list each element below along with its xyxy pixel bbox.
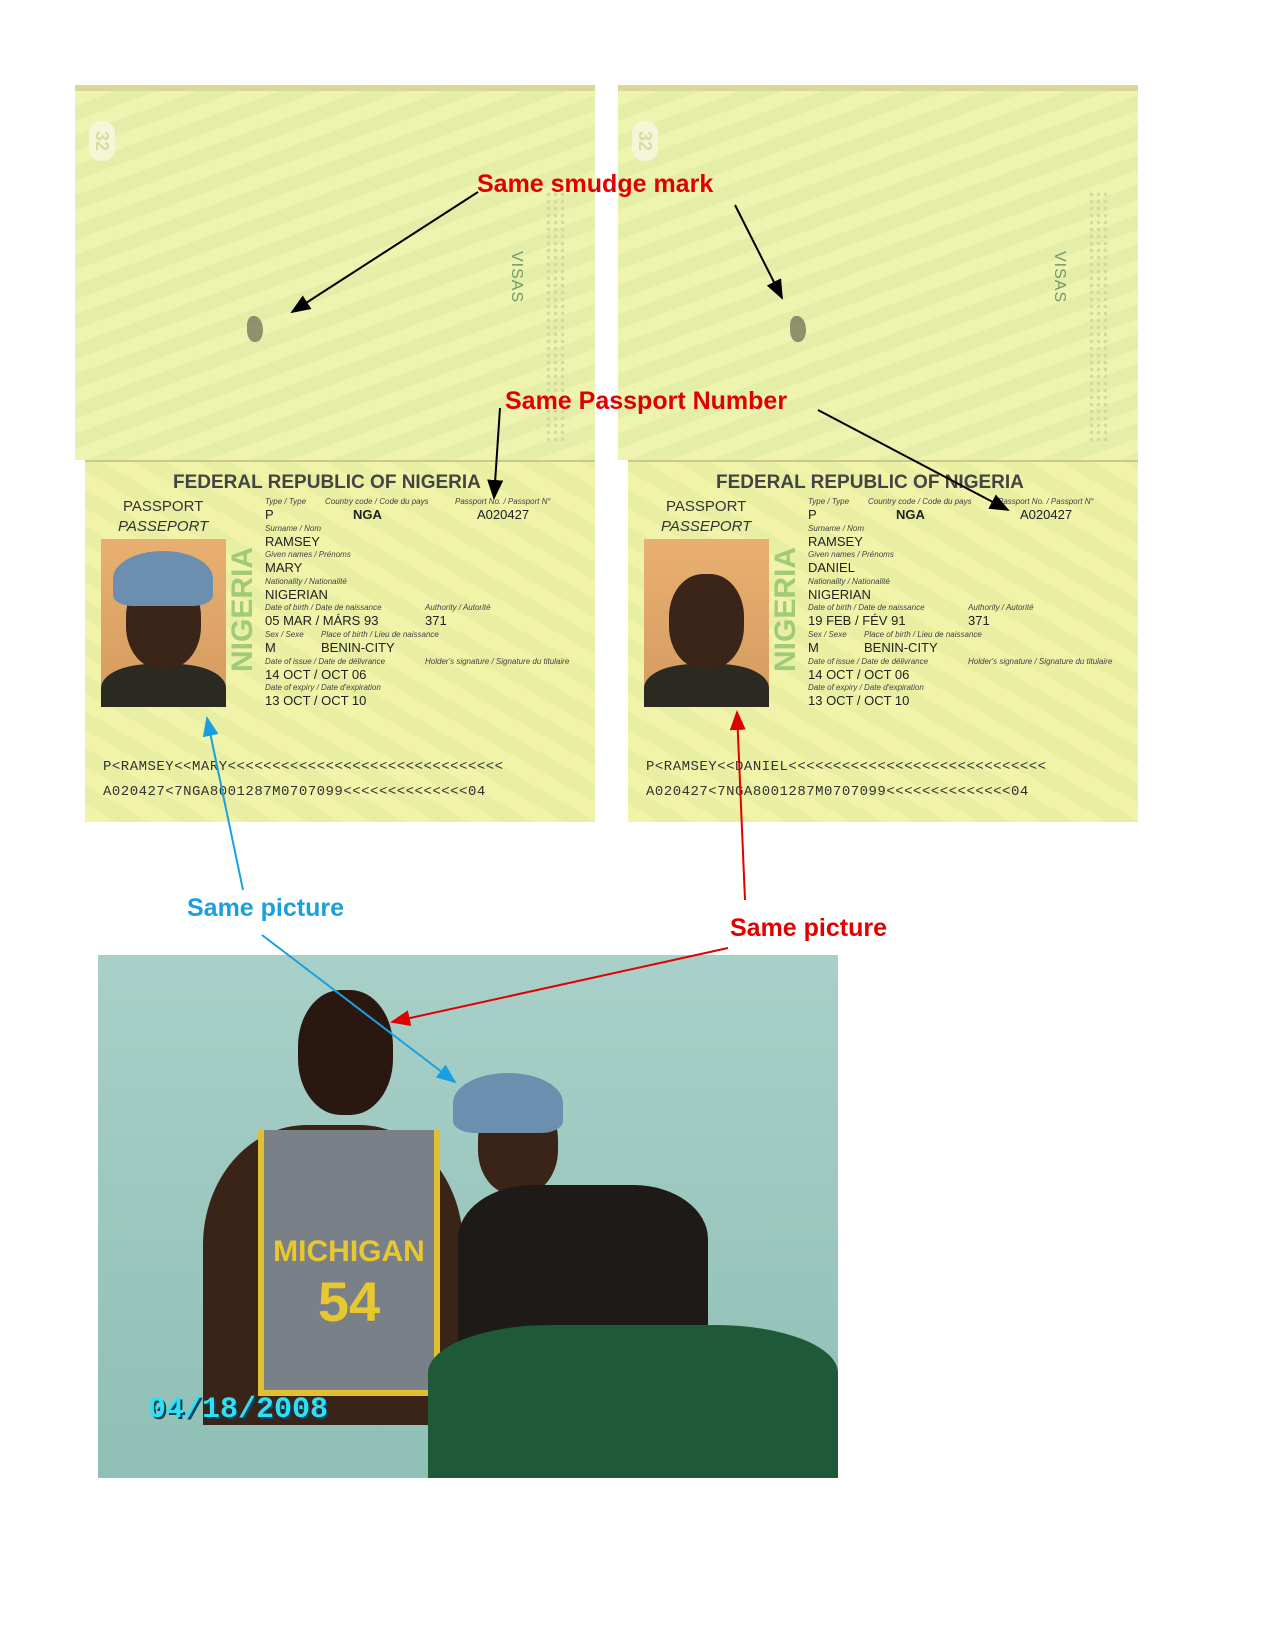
annotation-picture-right: Same picture — [730, 914, 888, 942]
annotation-smudge: Same smudge mark — [477, 170, 714, 198]
sex-value: M — [265, 640, 276, 655]
given-label: Given names / Prénoms — [808, 550, 894, 559]
pob-label: Place of birth / Lieu de naissance — [321, 630, 439, 639]
sex-label: Sex / Sexe — [265, 630, 304, 639]
issue-value: 14 OCT / OCT 06 — [808, 667, 910, 682]
picture-arrow-red-down — [390, 947, 729, 1026]
given-value: MARY — [265, 560, 303, 575]
picture-arrow-blue-down — [261, 934, 457, 1084]
nationality-value: NIGERIAN — [265, 587, 328, 602]
number-label: Passport No. / Passport N° — [455, 497, 551, 506]
visas-label: VISAS — [1051, 251, 1068, 304]
country-label: Country code / Code du pays — [325, 497, 429, 506]
dob-label: Date of birth / Date de naissance — [808, 603, 925, 612]
scarf — [113, 551, 213, 606]
annotation-passport-number: Same Passport Number — [505, 387, 788, 415]
nationality-label: Nationality / Nationalité — [265, 577, 347, 586]
passport-number: A020427 — [1020, 507, 1073, 522]
issue-label: Date of issue / Date de délivrance — [265, 657, 386, 666]
passport-title: FEDERAL REPUBLIC OF NIGERIA — [173, 472, 481, 493]
picture-arrow-red-up — [729, 710, 746, 901]
mrz-line-1: P<RAMSEY<<DANIEL<<<<<<<<<<<<<<<<<<<<<<<<… — [646, 759, 1047, 775]
number-arrow-left — [487, 407, 504, 500]
given-value: DANIEL — [808, 560, 855, 575]
smudge-mark — [247, 316, 263, 342]
family-photo: MICHIGAN 54 04/18/2008 — [98, 955, 838, 1478]
pob-value: BENIN-CITY — [864, 640, 938, 655]
signature-label: Holder's signature / Signature du titula… — [968, 657, 1113, 666]
number-arrow-right — [817, 409, 1010, 511]
pob-label: Place of birth / Lieu de naissance — [864, 630, 982, 639]
passport-scan-1: 32 VISAS FEDERAL REPUBLIC OF NIGERIA PAS… — [75, 85, 595, 822]
number-label: Passport No. / Passport N° — [998, 497, 1094, 506]
country-value: NGA — [896, 507, 925, 522]
given-label: Given names / Prénoms — [265, 550, 351, 559]
type-value: P — [808, 507, 817, 522]
authority-value: 371 — [425, 613, 447, 628]
smudge-arrow-right — [734, 204, 783, 300]
pob-value: BENIN-CITY — [321, 640, 395, 655]
passport-label-fr: PASSEPORT — [118, 518, 209, 535]
country-value: NGA — [353, 507, 382, 522]
jersey-number: 54 — [317, 1270, 381, 1333]
nationality-label: Nationality / Nationalité — [808, 577, 890, 586]
data-page: FEDERAL REPUBLIC OF NIGERIA PASSPORT PAS… — [628, 460, 1138, 822]
surname-label: Surname / Nom — [808, 524, 865, 533]
passport-label-fr: PASSEPORT — [661, 518, 752, 535]
mrz-line-2: A020427<7NGA8001287M0707099<<<<<<<<<<<<<… — [103, 784, 486, 800]
surname-value: RAMSEY — [808, 534, 863, 549]
sex-value: M — [808, 640, 819, 655]
expiry-label: Date of expiry / Date d'expiration — [265, 683, 381, 692]
holder-photo — [644, 539, 769, 707]
passport-label-en: PASSPORT — [123, 498, 204, 515]
expiry-label: Date of expiry / Date d'expiration — [808, 683, 924, 692]
passport-number: A020427 — [477, 507, 530, 522]
authority-label: Authority / Autorité — [968, 603, 1034, 612]
passport-label-en: PASSPORT — [666, 498, 747, 515]
surname-label: Surname / Nom — [265, 524, 322, 533]
visa-page: 32 VISAS — [618, 85, 1138, 460]
dob-label: Date of birth / Date de naissance — [265, 603, 382, 612]
expiry-value: 13 OCT / OCT 10 — [808, 693, 910, 708]
expiry-value: 13 OCT / OCT 10 — [265, 693, 367, 708]
passport-scan-2: 32 VISAS FEDERAL REPUBLIC OF NIGERIA PAS… — [618, 85, 1138, 822]
smudge-arrow-left — [290, 191, 479, 314]
perforation — [545, 191, 567, 441]
type-label: Type / Type — [808, 497, 850, 506]
authority-label: Authority / Autorité — [425, 603, 491, 612]
signature-label: Holder's signature / Signature du titula… — [425, 657, 570, 666]
visas-label: VISAS — [508, 251, 525, 304]
data-page: FEDERAL REPUBLIC OF NIGERIA PASSPORT PAS… — [85, 460, 595, 822]
holder-photo — [101, 539, 226, 707]
type-label: Type / Type — [265, 497, 307, 506]
issue-value: 14 OCT / OCT 06 — [265, 667, 367, 682]
country-label: Country code / Code du pays — [868, 497, 972, 506]
annotation-picture-left: Same picture — [187, 894, 345, 922]
authority-value: 371 — [968, 613, 990, 628]
picture-arrow-blue-up — [202, 716, 244, 891]
date-stamp: 04/18/2008 — [148, 1393, 329, 1427]
visa-page: 32 VISAS — [75, 85, 595, 460]
surname-value: RAMSEY — [265, 534, 320, 549]
sex-label: Sex / Sexe — [808, 630, 847, 639]
nationality-value: NIGERIAN — [808, 587, 871, 602]
jersey-text: MICHIGAN — [273, 1235, 425, 1268]
page-number: 32 — [632, 121, 658, 161]
smudge-mark — [790, 316, 806, 342]
perforation — [1088, 191, 1110, 441]
jersey: MICHIGAN 54 — [258, 1130, 440, 1396]
mrz-line-1: P<RAMSEY<<MARY<<<<<<<<<<<<<<<<<<<<<<<<<<… — [103, 759, 504, 775]
type-value: P — [265, 507, 274, 522]
dob-value: 19 FEB / FÉV 91 — [808, 613, 906, 628]
dob-value: 05 MAR / MÁRS 93 — [265, 613, 379, 628]
issue-label: Date of issue / Date de délivrance — [808, 657, 929, 666]
page-number: 32 — [89, 121, 115, 161]
